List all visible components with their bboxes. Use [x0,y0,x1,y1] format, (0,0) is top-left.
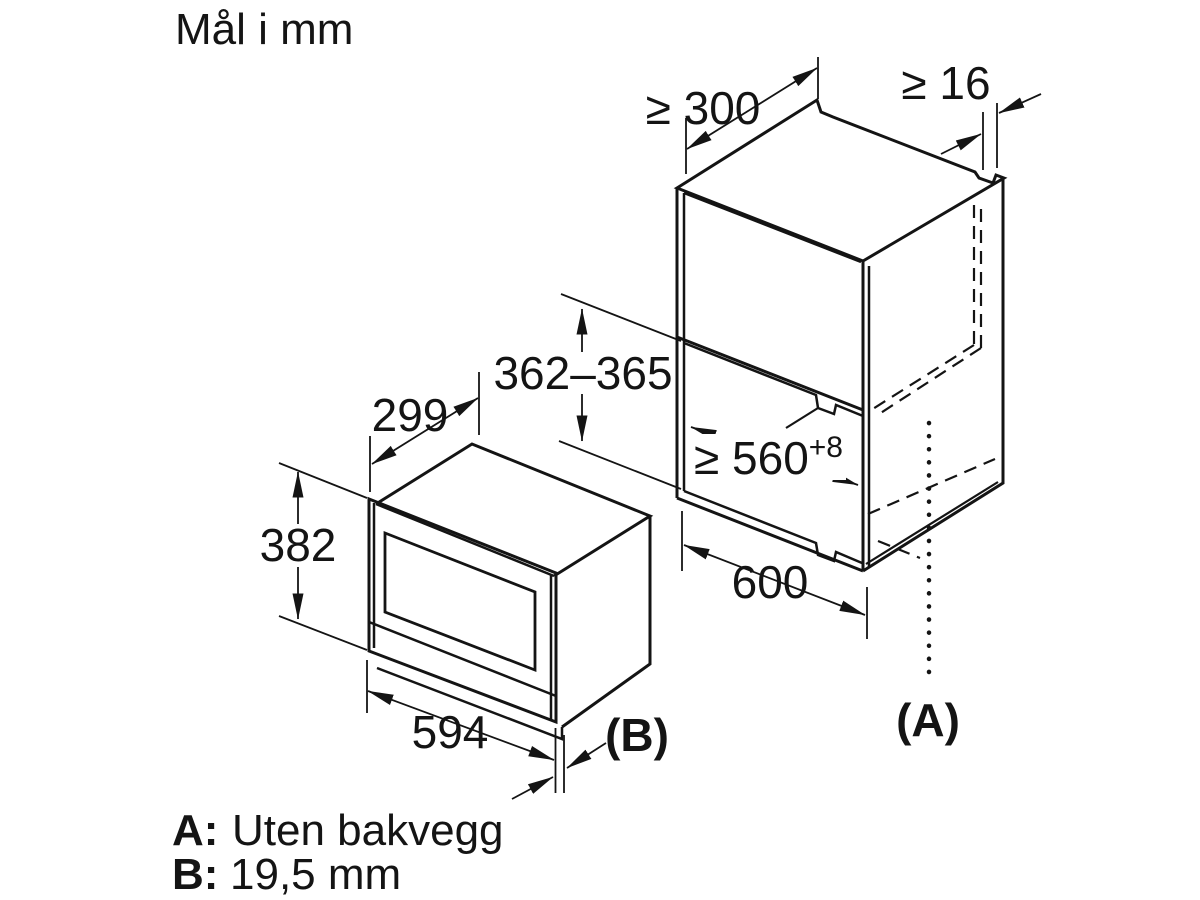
niche-ceiling-edge [683,341,864,418]
cabinet-right-face [862,178,1005,573]
dim-label-outer-width: 600 [732,556,809,608]
dim-label-top-depth: ≥ 300 [646,82,761,134]
dim-label-niche-width: ≥ 560+8 [694,431,843,484]
hidden-bottom-back-edge [877,539,921,560]
ref-label-a: (A) [896,694,960,746]
microwave-right-face [561,516,652,729]
dim-label-niche-width-value: ≥ 560 [694,432,809,484]
dim-line-appliance-depth [371,397,479,465]
legend-b-value: 19,5 mm [230,850,401,899]
cabinet-top-face [673,97,1008,263]
door-bottom-strip-line [368,620,557,698]
ext-line [278,615,368,651]
microwave-top-front-edge [375,502,555,578]
dim-label-niche-height: 362–365 [493,347,672,399]
hidden-bottom-back-edge [867,457,996,516]
cabinet-top-inner-edge [683,191,862,264]
ext-line [558,440,682,490]
legend-b-key: B: [172,850,218,899]
dim-line-appliance-width [367,690,555,761]
microwave-top-face [375,442,654,578]
ext-line [278,462,368,499]
dimension-lines [278,57,1042,800]
dim-label-appliance-depth: 299 [372,389,449,441]
page-title: Mål i mm [175,5,353,54]
niche-floor-edge [683,489,863,565]
ext-line [560,293,682,342]
dim-arrow-rear-gap-right [998,93,1042,114]
legend: A: Uten bakvegg B: 19,5 mm [172,806,504,899]
dim-arrow-b-left [511,776,554,800]
ref-label-b: (B) [605,709,669,761]
microwave-front-frame [367,496,558,725]
dim-line-top-depth [686,67,818,150]
label-backdrop [690,434,846,480]
microwave-drawing [367,442,654,741]
niche-ceiling-back-edge [785,407,819,429]
dim-label-niche-width-tolerance: +8 [809,431,843,464]
dim-arrow-rear-gap-left [940,133,982,155]
microwave-door-window [383,530,537,673]
hidden-ceiling-back-edge [867,344,975,413]
hidden-ceiling-back-edge [875,347,982,417]
cabinet-right-bottom-inner-edge [865,481,999,565]
dim-label-appliance-width: 594 [412,706,489,758]
dim-arrow-b-right [566,742,607,769]
cabinet-drawing [673,97,1008,686]
cabinet-panel-bottom-edge [676,335,864,412]
legend-a-key: A: [172,806,218,855]
legend-a-value: Uten bakvegg [232,806,504,855]
dim-line-outer-width [683,544,866,616]
dim-label-rear-gap: ≥ 16 [901,57,990,109]
dim-label-appliance-height: 382 [260,519,337,571]
